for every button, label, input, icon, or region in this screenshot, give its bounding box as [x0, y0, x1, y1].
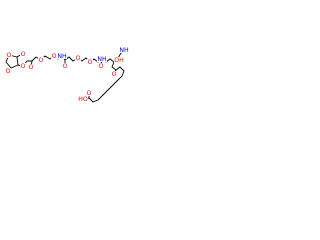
atom-label-o2: O [6, 68, 11, 75]
atom-o7: O [51, 53, 57, 60]
atom-o12: O [111, 71, 117, 78]
bond [111, 61, 121, 71]
atom-o11: O [98, 63, 104, 70]
atom-label-nh3: NH [119, 47, 129, 54]
atom-o10: O [87, 59, 93, 66]
atom-label-o12: O [112, 71, 117, 78]
atom-o13: O [86, 90, 92, 97]
atom-label-o5: O [29, 64, 34, 71]
atom-label-o3: O [21, 51, 26, 58]
atom-o4: O [20, 63, 26, 70]
atom-oh2: HO [78, 96, 88, 103]
bond [92, 66, 125, 103]
atom-label-o4: O [21, 63, 26, 70]
atom-label-oh1: OH [114, 57, 124, 64]
atom-o1: O [6, 52, 12, 59]
atom-o8: O [62, 63, 68, 70]
chemical-structure-canvas: O O O O O O O [0, 0, 152, 152]
atom-label-o13: O [87, 90, 92, 97]
atom-o5: O [28, 64, 34, 71]
molecule-drawing: O O O O O O O [5, 47, 129, 103]
atom-oh1: OH [114, 57, 124, 64]
atom-label-o6: O [39, 57, 44, 64]
atom-label-o1: O [7, 52, 12, 59]
atom-nh1: NH [57, 53, 67, 60]
bond [68, 56, 99, 63]
atom-label-o8: O [63, 63, 68, 70]
atom-label-layer: O O O O O O O [5, 47, 129, 103]
atom-o2: O [5, 68, 11, 75]
bond [5, 54, 19, 69]
atom-o6: O [38, 57, 44, 64]
atom-o3: O [20, 51, 26, 58]
atom-nh3: NH [119, 47, 129, 54]
atom-o9: O [75, 55, 81, 62]
atom-label-o10: O [88, 59, 93, 66]
atom-label-o7: O [52, 53, 57, 60]
atom-label-nh1: NH [57, 53, 67, 60]
atom-nh2: NH [97, 56, 107, 63]
atom-label-o11: O [99, 63, 104, 70]
atom-label-o9: O [76, 55, 81, 62]
atom-label-nh2: NH [97, 56, 107, 63]
atom-label-oh2: HO [78, 96, 88, 103]
